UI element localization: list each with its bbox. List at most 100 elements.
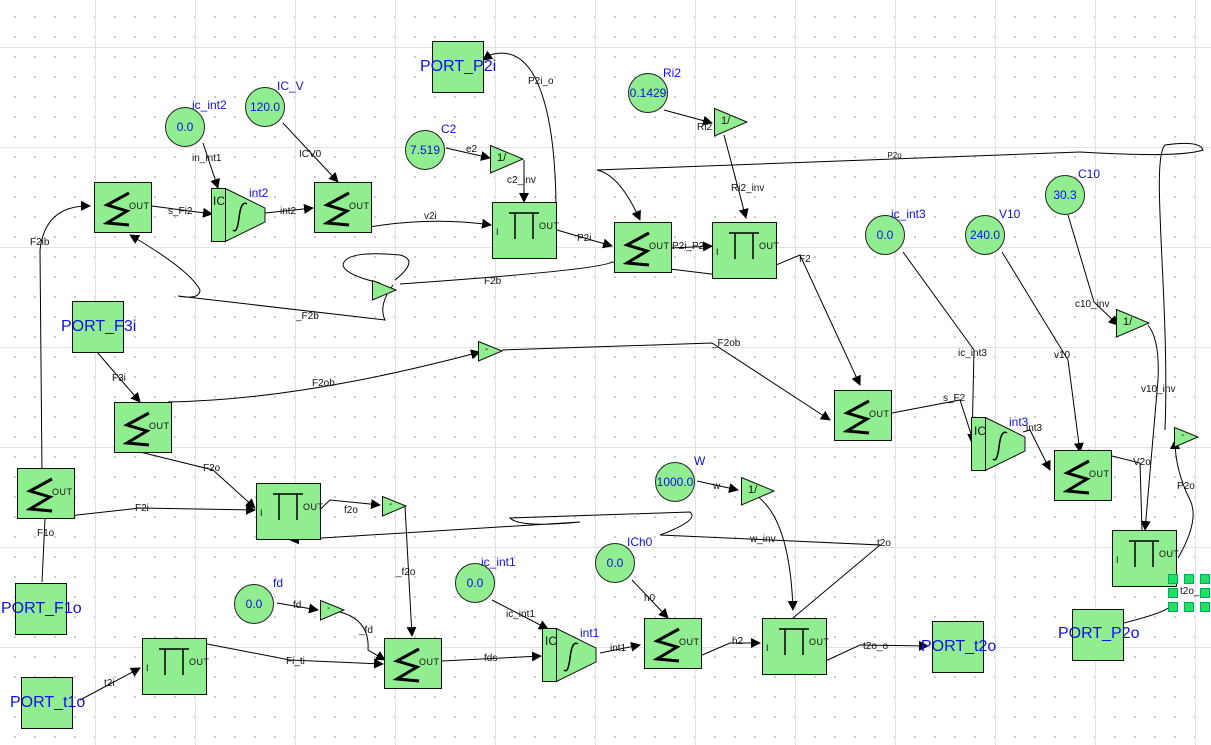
wire-ri2-inv [723, 134, 749, 219]
port-t1o[interactable] [21, 677, 73, 729]
sum-block-sf2[interactable]: OUT [834, 390, 892, 441]
out-label: OUT [679, 637, 700, 647]
negate-f2b[interactable] [372, 280, 398, 302]
selection-handle[interactable] [1184, 602, 1194, 612]
negate-fd[interactable] [320, 600, 346, 622]
const-c10[interactable]: 30.3 [1045, 175, 1085, 215]
wire-label-selected[interactable]: t2o_o [1180, 586, 1206, 597]
wire-label: int3 [1026, 423, 1043, 434]
wire-label: fd [293, 600, 302, 611]
port-f3i[interactable] [72, 301, 124, 353]
wire-s-fi2 [151, 205, 213, 218]
wire-in-int1 [202, 142, 220, 189]
selection-handle[interactable] [1200, 602, 1210, 612]
wire-label: Ri2_inv [731, 183, 765, 194]
product-block-f2o[interactable]: I OUT [256, 483, 323, 540]
wire-label: F2o [203, 463, 221, 474]
wire-v10-inv [1140, 324, 1159, 531]
wire-p2o [1170, 439, 1194, 559]
inverter-c10[interactable] [1116, 309, 1152, 341]
wire-v10 [1001, 251, 1084, 453]
sum-block-fi2[interactable]: OUT [94, 182, 152, 233]
const-ic-int3[interactable]: 0.0 [865, 215, 905, 255]
sum-block-fds[interactable]: OUT [384, 638, 442, 689]
out-label: OUT [349, 201, 370, 211]
in-label: I [716, 247, 720, 257]
const-w[interactable]: 1000.0 [655, 462, 695, 502]
product-block-fi-ti[interactable]: I OUT [142, 638, 210, 695]
product-block-t2o[interactable]: I OUT [762, 618, 830, 675]
port-t2o[interactable] [932, 621, 984, 673]
port-p2i[interactable] [432, 41, 484, 93]
integrator-int2[interactable] [211, 188, 267, 244]
wire-f2i [49, 504, 256, 519]
wire-label: V2o [1133, 457, 1151, 468]
const-ic-int2[interactable]: 0.0 [165, 107, 205, 147]
negate-p2o[interactable] [1174, 427, 1200, 449]
sum-block-p2i[interactable]: OUT [614, 222, 672, 273]
const-c2-name: C2 [441, 122, 457, 136]
selection-handle[interactable] [1200, 588, 1210, 598]
wire-label: e2 [466, 144, 478, 155]
wire-label: fds [484, 653, 498, 664]
const-ic-int1[interactable]: 0.0 [455, 563, 495, 603]
port-f3i-label: PORT_F3i [61, 318, 137, 335]
sigma-icon [323, 191, 351, 227]
product-block-p2i[interactable]: I OUT [492, 202, 559, 259]
product-icon [729, 232, 759, 259]
wire-label: v10_inv [1141, 384, 1176, 395]
wire-label: Ri2 [697, 122, 713, 133]
const-v10[interactable]: 240.0 [965, 215, 1005, 255]
port-f1o[interactable] [15, 583, 67, 635]
const-c2[interactable]: 7.519 [405, 130, 445, 170]
wire-f2b [399, 261, 745, 285]
wire-label: s_Fi2 [168, 206, 193, 217]
const-w-name: W [694, 454, 706, 468]
out-label: OUT [809, 637, 830, 647]
wire-label: int1 [610, 643, 627, 654]
product-icon [509, 212, 539, 239]
wire-label: t2o_o [863, 641, 889, 652]
wire-p2i-p2 [671, 241, 713, 252]
const-ich0[interactable]: 0.0 [595, 543, 635, 583]
product-block-p2[interactable]: I OUT [712, 222, 779, 279]
integrator-int1[interactable] [542, 628, 598, 684]
selection-handle[interactable] [1168, 588, 1178, 598]
sum-block-f2o[interactable]: OUT [114, 402, 172, 453]
product-icon [273, 493, 303, 520]
selection-handle[interactable] [1168, 602, 1178, 612]
wire-label: h2 [732, 636, 744, 647]
wire-label: F2ob [312, 378, 335, 389]
integrator-int3[interactable] [971, 417, 1027, 473]
sum-block-h2[interactable]: OUT [644, 618, 702, 669]
negate-f2ob[interactable] [478, 341, 504, 363]
wire-label: Fi_ti [286, 656, 305, 667]
const-c10-name: C10 [1078, 167, 1101, 181]
product-block-p2o[interactable]: I OUT [1112, 530, 1179, 587]
sigma-icon [843, 399, 871, 435]
selection-handle[interactable] [1168, 574, 1178, 584]
sum-block-v2i[interactable]: OUT [314, 182, 372, 233]
inverter-c2-label: 1/ [497, 152, 507, 164]
inverter-ri2[interactable] [714, 108, 750, 140]
inverter-c2[interactable] [490, 145, 526, 177]
wire-label: F2 [799, 254, 811, 265]
negate-f2o[interactable] [382, 496, 408, 518]
sum-block-f2ib[interactable]: OUT [17, 468, 75, 519]
sum-block-v2o[interactable]: OUT [1054, 450, 1112, 501]
const-fd[interactable]: 0.0 [234, 584, 274, 624]
selection-handle[interactable] [1184, 574, 1194, 584]
out-label: OUT [189, 657, 210, 667]
port-p2o[interactable] [1072, 609, 1124, 661]
sigma-icon [123, 411, 151, 447]
wire-f2o [139, 451, 256, 509]
wire-label: t2i [104, 678, 115, 689]
wire-label: t2o [877, 538, 891, 549]
const-ic-v[interactable]: 120.0 [245, 87, 285, 127]
out-label: OUT [419, 657, 440, 667]
const-ri2[interactable]: 0.1429 [628, 73, 668, 113]
wire-ic-int3 [902, 251, 978, 444]
inverter-w[interactable] [741, 477, 777, 509]
selection-handle[interactable] [1200, 574, 1210, 584]
sigma-icon [26, 477, 54, 513]
